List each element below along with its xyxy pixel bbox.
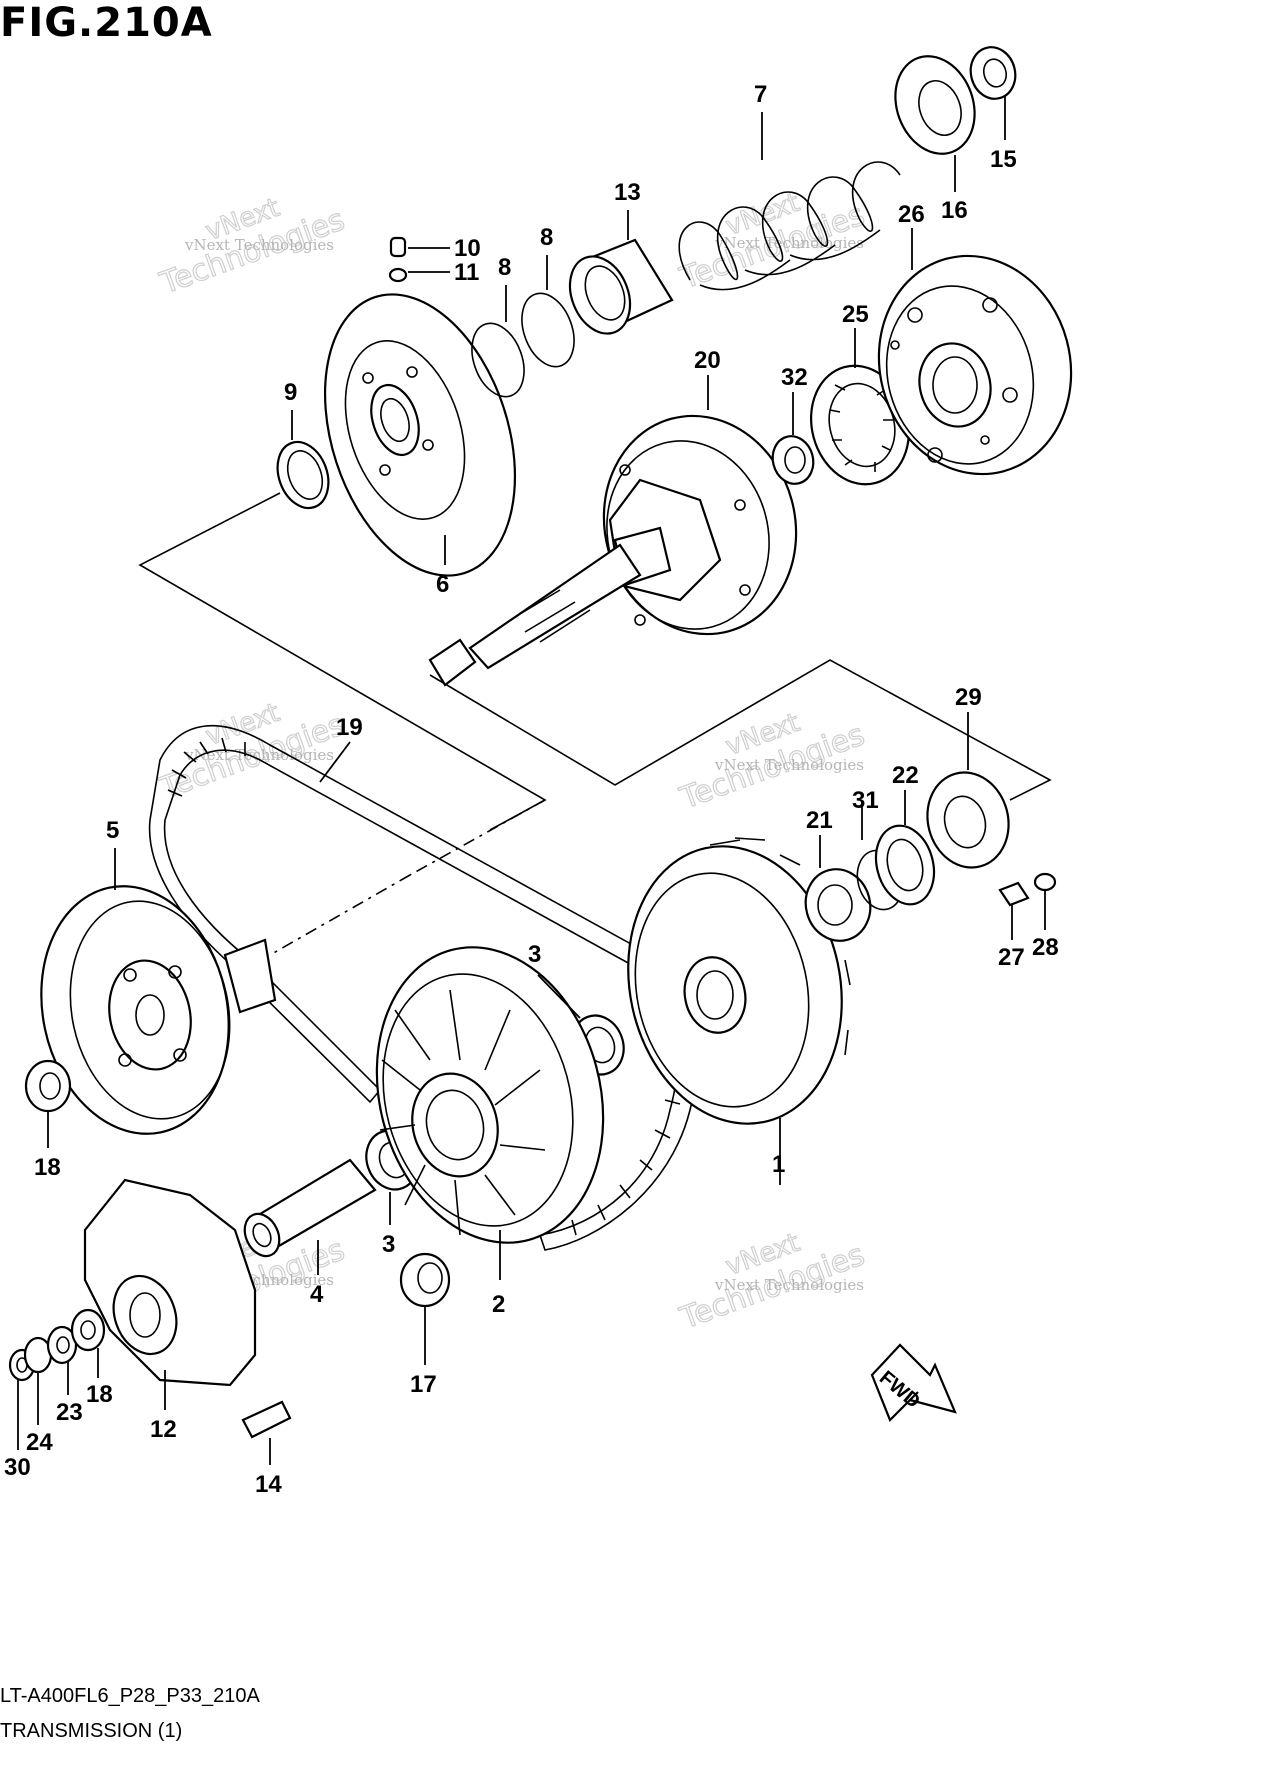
part-4-spacer-sleeve [243, 1158, 377, 1258]
callout-10: 10 [454, 235, 481, 262]
callout-13: 13 [614, 179, 641, 206]
part-28-bolt [1033, 872, 1057, 892]
part-6-driven-face [323, 293, 517, 577]
callout-20: 20 [694, 347, 721, 374]
callout-19: 19 [336, 714, 363, 741]
assembly-guide-lines [138, 492, 1052, 956]
part-17-bearing [399, 1252, 451, 1308]
fwd-arrow-icon: FWD [870, 1343, 957, 1422]
part-12-cover [83, 1178, 257, 1387]
watermark: Technologies vNext [675, 1227, 870, 1337]
callout-23: 23 [56, 1399, 83, 1426]
part-7-driven-spring [678, 161, 901, 291]
part-18-nut-lower [70, 1308, 106, 1352]
figure-subtitle: TRANSMISSION (1) [0, 1720, 183, 1742]
callout-9: 9 [284, 379, 297, 406]
callout-25: 25 [842, 301, 869, 328]
part-27-washer [998, 881, 1030, 907]
callout-31: 31 [852, 787, 879, 814]
callout-11: 11 [454, 259, 479, 286]
part-18-nut [24, 1059, 72, 1113]
model-code: LT-A400FL6_P28_P33_210A [0, 1685, 260, 1707]
part-21-bearing [804, 868, 872, 942]
watermark-text: vNext Technologies [714, 756, 864, 774]
part-15-nut [969, 46, 1017, 100]
part-22-oil-seal [874, 824, 936, 906]
part-1-driven-face [627, 837, 851, 1125]
callout-24: 24 [26, 1429, 53, 1456]
callout-2: 2 [492, 1291, 505, 1318]
part-13-cam-collar [568, 238, 674, 335]
part-14-clip [241, 1400, 292, 1439]
part-2-movable-drive-face [375, 946, 605, 1244]
callout-21: 21 [806, 807, 833, 834]
part-32-nut [771, 435, 815, 485]
part-26-clutch-shoe [877, 254, 1073, 476]
callout-6: 6 [436, 571, 449, 598]
watermark: Technologies vNext [675, 707, 870, 817]
figure-title: FIG.210A [0, 0, 213, 46]
watermark-text: vNext Technologies [184, 746, 334, 764]
callout-18-lower: 18 [86, 1381, 113, 1408]
watermark-text: vNext Technologies [184, 236, 334, 254]
watermark: Technologies vNext [675, 187, 870, 297]
callout-30: 30 [4, 1454, 31, 1481]
leader-lines [17, 95, 1046, 1465]
callout-8-right: 8 [540, 224, 553, 251]
callout-4: 4 [310, 1281, 324, 1308]
part-10-pin [388, 236, 408, 283]
callout-26: 26 [898, 201, 925, 228]
part-5-drive-face [40, 885, 277, 1135]
callout-8-left: 8 [498, 254, 511, 281]
part-29-bearing [926, 771, 1010, 869]
part-16-spring-seat [894, 55, 976, 155]
callout-14: 14 [255, 1471, 282, 1498]
callout-16: 16 [941, 197, 968, 224]
callout-3-lower: 3 [382, 1231, 395, 1258]
callout-1: 1 [772, 1151, 785, 1178]
part-8-o-rings [471, 292, 575, 398]
callout-17: 17 [410, 1371, 437, 1398]
callout-labels: 1 2 3 3 4 5 6 7 8 8 9 10 11 12 13 14 15 … [4, 81, 1059, 1498]
callout-32: 32 [781, 364, 808, 391]
part-20-clutch-housing [428, 414, 798, 687]
watermark-text: vNext Technologies [714, 1276, 864, 1294]
watermark-text: vNext Technologies [714, 234, 864, 252]
callout-28: 28 [1032, 934, 1059, 961]
callout-22: 22 [892, 762, 919, 789]
callout-27: 27 [998, 944, 1025, 971]
callout-7: 7 [754, 81, 767, 108]
callout-18-upper: 18 [34, 1154, 61, 1181]
callout-3-upper: 3 [528, 941, 541, 968]
callout-5: 5 [106, 817, 119, 844]
callout-15: 15 [990, 146, 1017, 173]
part-9-oil-seal [276, 440, 330, 510]
callout-29: 29 [955, 684, 982, 711]
callout-12: 12 [150, 1416, 177, 1443]
